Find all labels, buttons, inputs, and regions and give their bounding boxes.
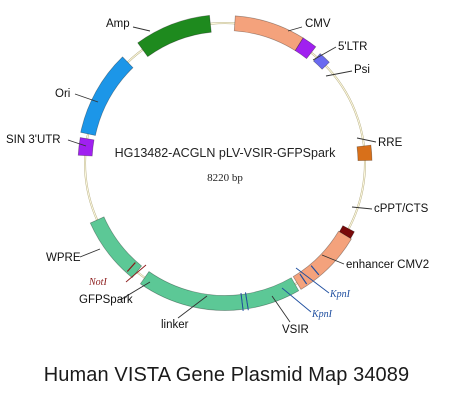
feature-arc-ltr5 xyxy=(294,37,317,60)
feature-label-vsir: VSIR xyxy=(282,324,309,336)
feature-arc-wpre xyxy=(89,216,143,279)
site-marker-kpn1-outer xyxy=(310,265,320,276)
leader-enhancer-cmv2 xyxy=(321,254,345,265)
feature-label-linker: linker xyxy=(161,319,189,331)
feature-boundary-tick xyxy=(244,292,249,311)
feature-arc-sin xyxy=(77,137,95,157)
leader-amp xyxy=(132,26,151,32)
figure-caption: Human VISTA Gene Plasmid Map 34089 xyxy=(43,364,410,386)
leader-wpre xyxy=(79,248,101,258)
feature-arc-enh xyxy=(292,230,352,290)
leader-kpn1-inner xyxy=(281,287,312,313)
leader-rre xyxy=(356,137,377,143)
feature-arc-amp xyxy=(137,14,212,58)
feature-segments xyxy=(77,14,373,311)
leader-cppt-cts xyxy=(351,206,373,210)
plasmid-name: HG13482-ACGLN pLV-VSIR-GFPSpark xyxy=(115,146,336,160)
site-marker-not1 xyxy=(126,262,136,272)
feature-label-cmv: CMV xyxy=(305,18,331,30)
leader-ori xyxy=(74,93,99,103)
leader-5ltr xyxy=(312,46,337,61)
feature-label-ori: Ori xyxy=(55,88,70,100)
feature-boundary-tick xyxy=(240,292,244,311)
feature-label-gfpspark: GFPSpark xyxy=(79,294,133,306)
leader-vsir xyxy=(271,295,291,323)
leader-cmv xyxy=(287,26,303,32)
feature-arc-vsir xyxy=(245,277,300,310)
feature-label-sin-3utr: SIN 3'UTR xyxy=(6,134,61,146)
leader-kpn1-outer xyxy=(295,267,330,294)
feature-arc-cmv xyxy=(233,15,304,52)
leader-not1 xyxy=(125,264,147,283)
leader-linker xyxy=(177,295,208,319)
site-label-kpn1-inner: KpnI xyxy=(311,309,333,320)
site-marker-kpn1-inner xyxy=(299,273,308,285)
leader-psi xyxy=(325,70,353,77)
feature-label-amp: Amp xyxy=(106,18,130,30)
label-leader-lines xyxy=(67,26,377,323)
site-label-not1: NotI xyxy=(88,277,107,288)
site-label-kpn1-outer: KpnI xyxy=(329,289,351,300)
feature-label-enhancer-cmv2: enhancer CMV2 xyxy=(346,259,429,271)
leader-gfpspark xyxy=(119,281,151,301)
feature-label-rre: RRE xyxy=(378,137,403,149)
feature-arc-gfp xyxy=(139,271,244,311)
plasmid-size: 8220 bp xyxy=(207,172,243,184)
feature-label-cppt-cts: cPPT/CTS xyxy=(374,203,429,215)
feature-arc-rre xyxy=(356,144,373,162)
feature-label-5ltr: 5'LTR xyxy=(338,41,367,53)
feature-label-wpre: WPRE xyxy=(46,252,81,264)
feature-label-psi: Psi xyxy=(354,64,370,76)
leader-sin-3utr xyxy=(67,139,87,147)
feature-arc-ori xyxy=(80,56,134,136)
